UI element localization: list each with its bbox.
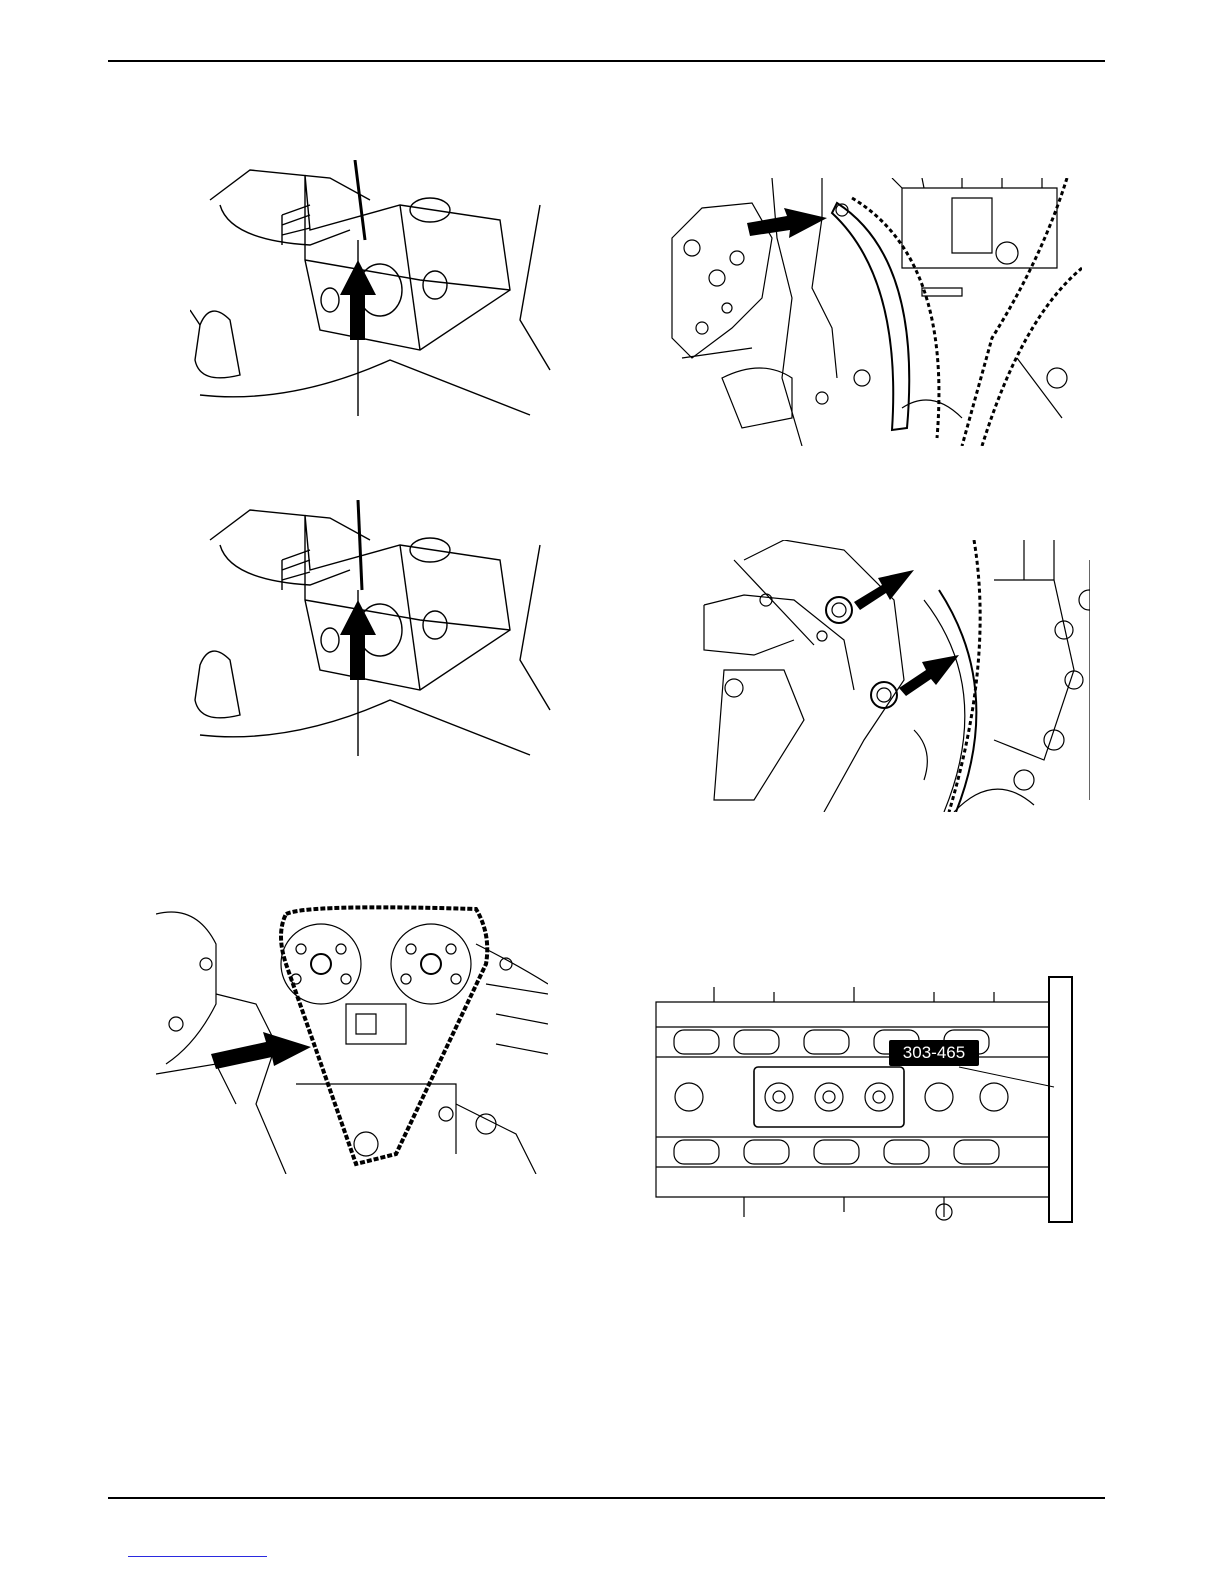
figure-tensioner-2 bbox=[190, 500, 560, 756]
figure-guide-bolts bbox=[694, 540, 1090, 812]
camshaft-icon bbox=[654, 972, 1078, 1232]
chain-guide-icon bbox=[662, 178, 1082, 446]
tensioner-pin-icon bbox=[190, 160, 560, 416]
figure-timing-chain bbox=[156, 904, 548, 1174]
footer-link-underline[interactable] bbox=[128, 1556, 267, 1557]
tensioner-pin-icon bbox=[190, 500, 560, 756]
figure-tensioner-1 bbox=[190, 160, 560, 416]
footer-rule bbox=[108, 1497, 1105, 1499]
tool-label: 303-465 bbox=[889, 1040, 979, 1066]
figure-guide-rail bbox=[662, 178, 1082, 446]
bolt-icon bbox=[694, 540, 1090, 812]
figure-camshaft-tool: 303-465 bbox=[654, 972, 1078, 1232]
tool-label-text: 303-465 bbox=[903, 1043, 965, 1063]
timing-chain-icon bbox=[156, 904, 548, 1174]
header-rule bbox=[108, 60, 1105, 62]
